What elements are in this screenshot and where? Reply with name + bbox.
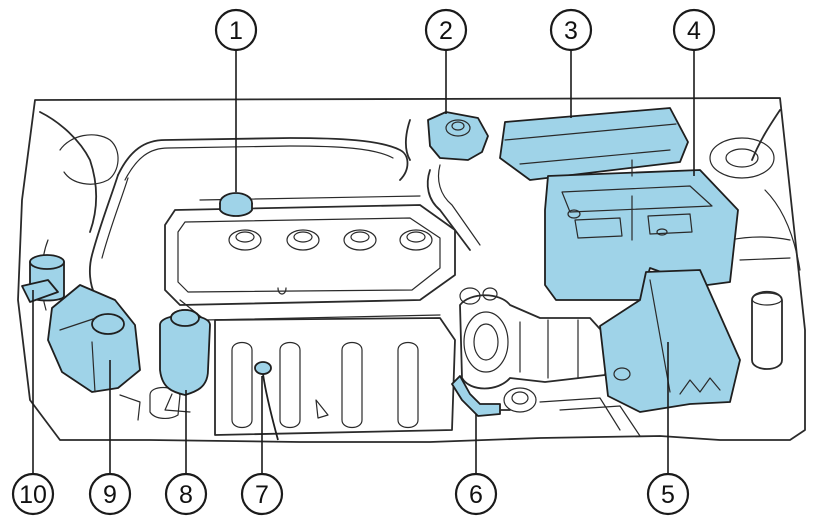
engine-oil-filler-cap [219, 192, 253, 217]
callout-number-8: 8 [179, 481, 193, 509]
air-cleaner [599, 269, 741, 413]
callout-2: 2 [424, 8, 468, 52]
engine-oil-dipstick [254, 361, 279, 441]
fuse-box [499, 107, 689, 181]
callout-circle-7 [240, 472, 284, 516]
power-steering-reservoir [159, 309, 211, 413]
callout-9: 9 [88, 472, 132, 516]
callout-leaders [32, 50, 695, 474]
callout-circle-6 [454, 472, 498, 516]
callout-number-3: 3 [564, 17, 578, 45]
callout-circle-4 [672, 8, 716, 52]
coolant-reservoir [47, 284, 141, 393]
callout-number-9: 9 [103, 481, 117, 509]
callout-number-5: 5 [661, 481, 675, 509]
highlighted-components [21, 107, 741, 441]
callout-circle-10 [11, 472, 55, 516]
transmission-dipstick [451, 375, 511, 417]
battery [544, 159, 739, 301]
callout-3: 3 [549, 8, 593, 52]
callout-number-10: 10 [19, 481, 47, 509]
engine-bay-line-art [17, 97, 806, 443]
brake-fluid-reservoir [427, 111, 489, 161]
callout-number-4: 4 [687, 17, 701, 45]
callout-7: 7 [240, 472, 284, 516]
callout-circle-3 [549, 8, 593, 52]
callout-circle-5 [646, 472, 690, 516]
callout-number-7: 7 [255, 481, 269, 509]
callout-number-6: 6 [469, 481, 483, 509]
callout-circle-1 [214, 8, 258, 52]
callout-number-1: 1 [229, 17, 243, 45]
callout-circle-8 [164, 472, 208, 516]
callout-6: 6 [454, 472, 498, 516]
windshield-washer-reservoir [21, 254, 65, 303]
callout-1: 1 [214, 8, 258, 52]
callout-number-2: 2 [439, 17, 453, 45]
callout-8: 8 [164, 472, 208, 516]
callout-4: 4 [672, 8, 716, 52]
callout-circle-2 [424, 8, 468, 52]
callout-5: 5 [646, 472, 690, 516]
callout-circle-9 [88, 472, 132, 516]
spark-plug-wells [228, 229, 433, 251]
callouts: 1 2 3 4 5 6 7 8 9 10 [11, 8, 716, 516]
callout-10: 10 [11, 472, 55, 516]
